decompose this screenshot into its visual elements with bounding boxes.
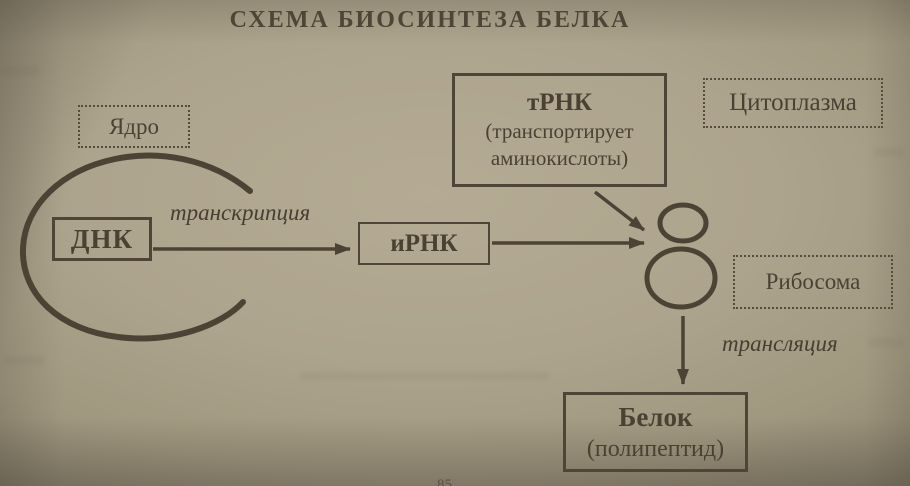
ribosome-region-label-box: Рибосома — [733, 255, 893, 309]
ribosome-large-subunit-circle — [644, 246, 718, 310]
trna-node-title: тРНК — [526, 89, 593, 116]
protein-node-box: Белок (полипептид) — [563, 392, 748, 472]
scan-bleed-artifact — [868, 338, 904, 347]
diagram-title: СХЕМА БИОСИНТЕЗА БЕЛКА — [229, 7, 631, 33]
trna-node-subtitle-line1: (транспортирует — [485, 119, 634, 143]
cytoplasm-region-label: Цитоплазма — [729, 89, 857, 116]
scan-bleed-artifact — [874, 148, 904, 157]
trna-node-box: тРНК (транспортирует аминокислоты) — [452, 73, 667, 187]
translation-process-label: трансляция — [722, 331, 838, 356]
transcription-process-label: транскрипция — [170, 200, 311, 225]
nucleus-region-label: Ядро — [108, 113, 160, 139]
mrna-node-label: иРНК — [390, 229, 458, 257]
cytoplasm-region-label-box: Цитоплазма — [703, 78, 883, 128]
trna-node-subtitle-line2: аминокислоты) — [490, 146, 629, 170]
nucleus-membrane-ellipse — [19, 152, 253, 342]
scan-bleed-artifact — [2, 66, 40, 76]
dna-node-box: ДНК — [52, 217, 152, 261]
scan-bleed-artifact — [300, 372, 550, 380]
scan-bleed-artifact — [4, 356, 44, 365]
ribosome-small-subunit-circle — [657, 202, 709, 244]
mrna-node-box: иРНК — [358, 222, 490, 265]
ribosome-region-label: Рибосома — [765, 269, 861, 294]
page-number: 85 — [437, 477, 452, 486]
protein-node-title: Белок — [618, 402, 693, 432]
trna-to-ribosome-arrow — [593, 190, 646, 232]
protein-node-subtitle: (полипептид) — [586, 436, 725, 462]
dna-node-label: ДНК — [70, 223, 134, 254]
nucleus-region-label-box: Ядро — [78, 105, 190, 148]
